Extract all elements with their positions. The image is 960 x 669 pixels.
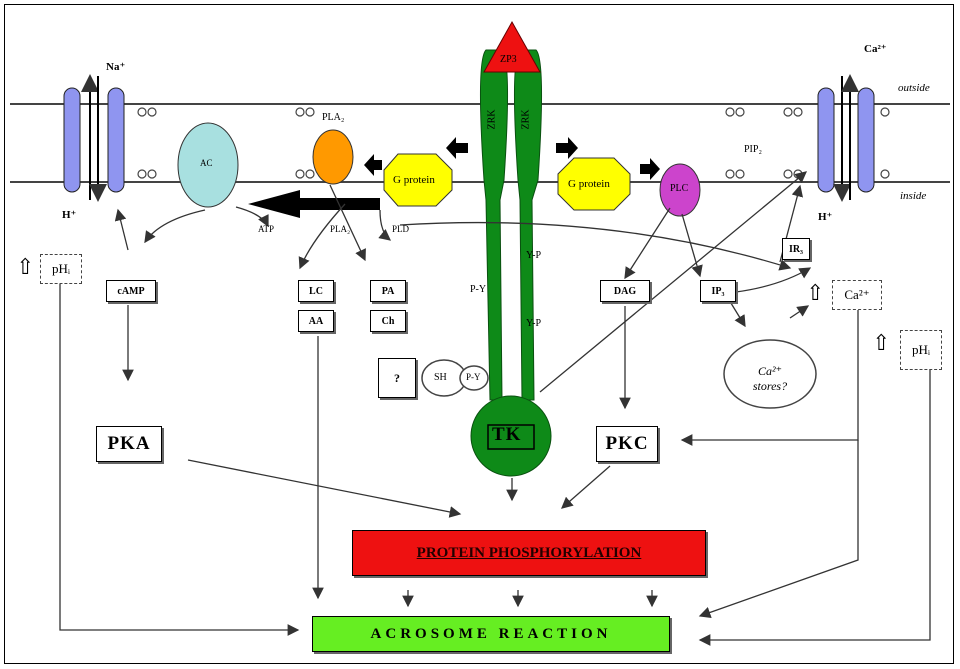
- zrk-right-label: ZRK: [521, 110, 532, 130]
- tk-label: TK: [492, 424, 521, 446]
- ph-right-box: pHᵢ: [900, 330, 942, 370]
- g-protein-right-label: G protein: [568, 178, 610, 190]
- ca-inner-box: Ca²⁺: [832, 280, 882, 310]
- ir3-box: IR₃: [782, 238, 810, 260]
- ca-ion-label: Ca²⁺: [864, 42, 887, 55]
- acrosome-reaction-label: ACROSOME REACTION: [371, 626, 612, 643]
- yp-top-label: Y-P: [526, 250, 541, 261]
- g-protein-left-label: G protein: [393, 174, 435, 186]
- ca-channel-right-subunit: [858, 88, 874, 192]
- pla2-label: PLA₂: [330, 224, 350, 234]
- atp-label: ATP: [258, 224, 274, 234]
- na-channel-left-subunit: [64, 88, 80, 192]
- up-arrow-ca: ⇧: [806, 280, 824, 306]
- yp-mid-label: Y-P: [526, 318, 541, 329]
- lc-box: LC: [298, 280, 334, 302]
- camp-box: cAMP: [106, 280, 156, 302]
- pkc-box: PKC: [596, 426, 658, 462]
- pa-box: PA: [370, 280, 406, 302]
- aa-box: AA: [298, 310, 334, 332]
- ca-stores-label: Ca²⁺ stores?: [740, 364, 800, 394]
- na-ion-label: Na⁺: [106, 60, 125, 73]
- dag-box: DAG: [600, 280, 650, 302]
- zrk-right-receptor: [514, 50, 541, 400]
- sh2-label: SH: [434, 372, 447, 383]
- py-sh2-label: P-Y: [466, 372, 481, 382]
- na-channel-right-subunit: [108, 88, 124, 192]
- pla2-enzyme: [313, 130, 353, 184]
- zrk-left-receptor: [480, 50, 507, 400]
- outside-label: outside: [898, 82, 930, 94]
- ch-box: Ch: [370, 310, 406, 332]
- zrk-left-label: ZRK: [487, 110, 498, 130]
- plc-label: PLC: [670, 183, 688, 194]
- ac-label: AC: [200, 158, 213, 168]
- pld-label: PLD: [392, 224, 409, 234]
- ca-channel-left-subunit: [818, 88, 834, 192]
- ip3-box: IP₃: [700, 280, 736, 302]
- protein-phosphorylation-label: PROTEIN PHOSPHORYLATION: [417, 545, 642, 562]
- big-black-arrow: [248, 190, 380, 218]
- unknown-box: ?: [378, 358, 416, 398]
- pla2-top-label: PLA₂: [322, 112, 344, 123]
- lipid-heads: [138, 108, 889, 178]
- h-ion-left-label: H⁺: [62, 208, 76, 221]
- inside-label: inside: [900, 190, 926, 202]
- protein-phosphorylation-box: PROTEIN PHOSPHORYLATION: [352, 530, 706, 576]
- acrosome-reaction-box: ACROSOME REACTION: [312, 616, 670, 652]
- py-left-label: P-Y: [470, 284, 486, 295]
- pip2-label: PIP₂: [744, 144, 762, 155]
- up-arrow-ph-right: ⇧: [872, 330, 890, 356]
- up-arrow-left: ⇧: [16, 254, 34, 280]
- pka-box: PKA: [96, 426, 162, 462]
- zp3-label: ZP3: [500, 54, 517, 65]
- ph-left-box: pHᵢ: [40, 254, 82, 284]
- h-ion-right-label: H⁺: [818, 210, 832, 223]
